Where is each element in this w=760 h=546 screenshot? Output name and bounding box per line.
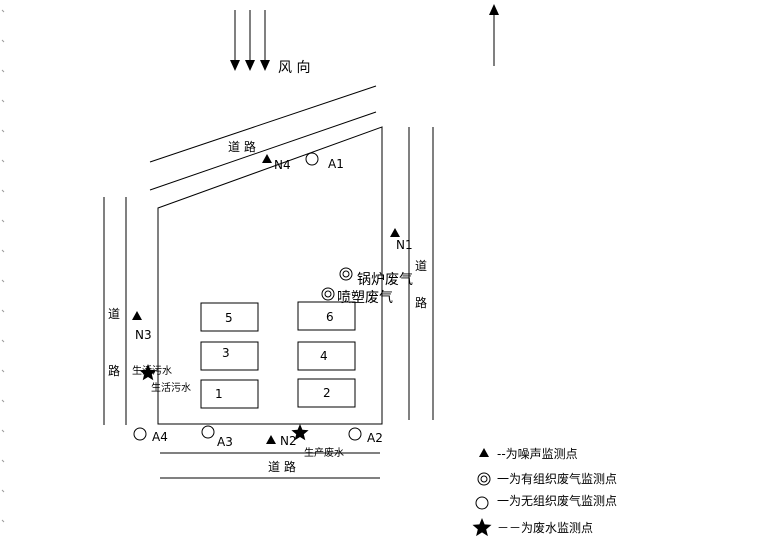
- svg-text:5: 5: [225, 311, 233, 325]
- building-6: 6: [297, 301, 356, 331]
- triangle-icon: [262, 154, 272, 163]
- triangle-icon: [132, 311, 142, 320]
- svg-text:1: 1: [215, 387, 223, 401]
- site-boundary: [157, 126, 383, 425]
- double-circle-icon: [321, 287, 335, 301]
- unorganized-point-a3: A3: [201, 425, 233, 449]
- wind-arrows: [230, 10, 270, 71]
- double-circle-icon: [339, 267, 353, 281]
- left-road-label-top: 道: [108, 307, 120, 321]
- building-5: 5: [200, 302, 259, 332]
- double-circle-icon: [477, 472, 491, 486]
- circle-icon: [348, 427, 362, 441]
- right-road: [408, 127, 434, 420]
- circle-icon: [201, 425, 215, 439]
- unorganized-point-a2: A2: [348, 427, 383, 445]
- svg-text:N2: N2: [280, 434, 297, 448]
- building-2: 2: [297, 378, 356, 408]
- top-road-label: 道 路: [228, 139, 256, 154]
- circle-icon: [133, 427, 147, 441]
- building-1: 1: [200, 379, 259, 409]
- left-road-label-bottom: 路: [108, 363, 120, 378]
- legend-organized: 一为有组织废气监测点: [477, 471, 617, 486]
- svg-text:A2: A2: [367, 431, 383, 445]
- svg-text:生产废水: 生产废水: [304, 446, 344, 459]
- unorganized-point-a1: A1: [305, 152, 344, 171]
- organized-point-boiler: 锅炉废气: [339, 267, 413, 288]
- svg-text:N4: N4: [274, 158, 291, 172]
- svg-text:一为无组织废气监测点: 一为无组织废气监测点: [497, 493, 617, 508]
- svg-text:N1: N1: [396, 238, 413, 252]
- building-3: 3: [200, 341, 259, 371]
- bottom-road: [160, 452, 380, 479]
- noise-point-n2: N2: [266, 434, 297, 448]
- svg-text:A1: A1: [328, 157, 344, 171]
- noise-point-n4: N4: [262, 154, 291, 172]
- wind-label: 风 向: [278, 60, 310, 76]
- left-road: [103, 197, 127, 425]
- unorganized-point-a4: A4: [133, 427, 168, 444]
- legend-unorganized: 一为无组织废气监测点: [475, 493, 617, 510]
- right-road-label-top: 道: [415, 259, 427, 273]
- legend-wastewater: －－为废水监测点: [472, 518, 593, 537]
- wastewater-point-domestic: 生活污水 生活污水: [132, 364, 191, 394]
- svg-text:喷塑废气: 喷塑废气: [337, 290, 393, 306]
- bottom-road-label: 道 路: [268, 459, 296, 474]
- svg-text:锅炉废气: 锅炉废气: [357, 272, 413, 288]
- svg-text:3: 3: [222, 346, 230, 360]
- circle-icon: [475, 496, 489, 510]
- star-icon: [291, 424, 309, 441]
- svg-text:2: 2: [323, 386, 331, 400]
- svg-text:一为有组织废气监测点: 一为有组织废气监测点: [497, 471, 617, 486]
- noise-point-n1: N1: [390, 228, 413, 252]
- right-road-label-bottom: 路: [415, 295, 427, 310]
- triangle-icon: [479, 448, 489, 457]
- triangle-icon: [266, 435, 276, 444]
- svg-text:生活污水: 生活污水: [151, 381, 191, 394]
- legend-noise: --为噪声监测点: [479, 447, 578, 461]
- north-arrow-icon: [489, 4, 499, 66]
- svg-text:N3: N3: [135, 328, 152, 342]
- svg-text:--为噪声监测点: --为噪声监测点: [497, 447, 578, 461]
- circle-icon: [305, 152, 319, 166]
- noise-point-n3: N3: [132, 311, 152, 342]
- svg-text:生活污水: 生活污水: [132, 364, 172, 377]
- svg-text:A3: A3: [217, 435, 233, 449]
- wastewater-point-production: 生产废水: [291, 424, 344, 459]
- star-icon: [139, 364, 157, 381]
- legend: --为噪声监测点 一为有组织废气监测点 一为无组织废气监测点 －－为废水监测点: [472, 447, 617, 537]
- star-icon: [472, 518, 492, 537]
- building-4: 4: [297, 341, 356, 371]
- triangle-icon: [390, 228, 400, 237]
- svg-text:A4: A4: [152, 430, 168, 444]
- svg-text:－－为废水监测点: －－为废水监测点: [497, 520, 593, 535]
- organized-point-spray: 喷塑废气: [321, 287, 393, 306]
- svg-text:4: 4: [320, 349, 328, 363]
- top-road: [149, 85, 377, 191]
- svg-text:6: 6: [326, 310, 334, 324]
- left-margin-marks: [1, 9, 5, 523]
